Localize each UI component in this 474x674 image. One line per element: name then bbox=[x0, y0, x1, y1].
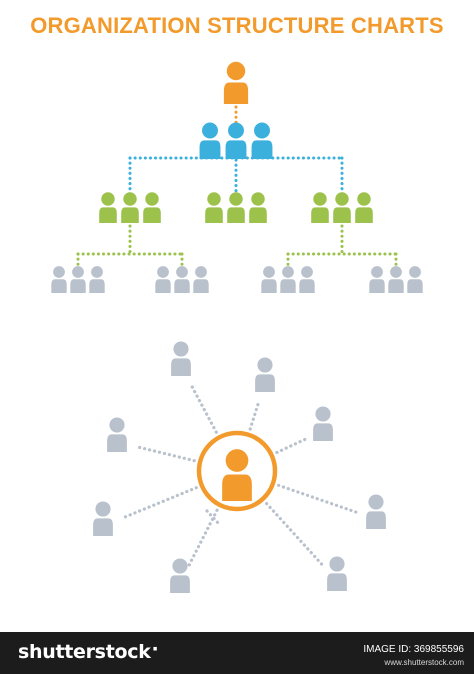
level4-team-icon-4 bbox=[369, 266, 423, 293]
shutterstock-logo: shutterstock· bbox=[18, 638, 159, 663]
person-icon bbox=[227, 192, 245, 223]
org-chart-diagram bbox=[51, 61, 423, 593]
dotted-connector bbox=[275, 437, 307, 455]
person-icon bbox=[70, 266, 86, 293]
level3-team-icon-1 bbox=[99, 192, 161, 223]
dotted-connector bbox=[119, 486, 198, 521]
person-icon bbox=[388, 266, 404, 293]
footer-bar: shutterstock· IMAGE ID: 369855596 www.sh… bbox=[0, 632, 474, 674]
image-id-info: IMAGE ID: 369855596 www.shutterstock.com bbox=[363, 643, 464, 669]
person-icon bbox=[333, 192, 351, 223]
dotted-connector bbox=[264, 501, 326, 568]
site-url: www.shutterstock.com bbox=[384, 658, 464, 667]
person-icon bbox=[174, 266, 190, 293]
person-icon bbox=[51, 266, 67, 293]
dotted-connector bbox=[188, 382, 218, 434]
person-icon bbox=[155, 266, 171, 293]
person-icon bbox=[280, 266, 296, 293]
person-icon bbox=[299, 266, 315, 293]
person-icon bbox=[99, 192, 117, 223]
level4-team-icon-3 bbox=[261, 266, 315, 293]
person-icon bbox=[355, 192, 373, 223]
satellite-person-icon-3 bbox=[313, 406, 333, 441]
satellite-person-icon-1 bbox=[171, 341, 191, 376]
dotted-connector bbox=[187, 508, 219, 567]
level4-team-icon-2 bbox=[155, 266, 209, 293]
center-person-icon bbox=[222, 449, 252, 501]
level2-team-icon bbox=[199, 122, 273, 159]
person-icon bbox=[199, 122, 221, 159]
person-icon bbox=[193, 266, 209, 293]
center-person-in-circle-icon bbox=[196, 430, 278, 512]
person-icon bbox=[89, 266, 105, 293]
person-icon bbox=[369, 266, 385, 293]
level4-team-icon-1 bbox=[51, 266, 105, 293]
person-icon bbox=[407, 266, 423, 293]
satellite-person-icon-7 bbox=[170, 558, 190, 593]
person-icon bbox=[311, 192, 329, 223]
person-icon bbox=[251, 122, 273, 159]
person-icon bbox=[143, 192, 161, 223]
dotted-connector bbox=[134, 445, 196, 463]
person-icon bbox=[225, 122, 247, 159]
level3-team-icon-3 bbox=[311, 192, 373, 223]
page-title: ORGANIZATION STRUCTURE CHARTS bbox=[30, 13, 444, 38]
person-icon bbox=[261, 266, 277, 293]
satellite-person-icon-2 bbox=[255, 357, 275, 392]
person-icon bbox=[205, 192, 223, 223]
level3-team-icon-2 bbox=[205, 192, 267, 223]
satellite-person-icon-4 bbox=[107, 417, 127, 452]
satellite-person-icon-6 bbox=[93, 501, 113, 536]
person-icon bbox=[121, 192, 139, 223]
dotted-connector bbox=[276, 483, 359, 515]
satellite-person-icon-5 bbox=[366, 494, 386, 529]
dotted-connector bbox=[248, 399, 261, 431]
root-person-icon bbox=[223, 61, 249, 104]
satellite-person-icon-8 bbox=[327, 556, 347, 591]
person-icon bbox=[249, 192, 267, 223]
image-id: IMAGE ID: 369855596 bbox=[363, 644, 464, 655]
dotted-connector bbox=[205, 509, 222, 527]
